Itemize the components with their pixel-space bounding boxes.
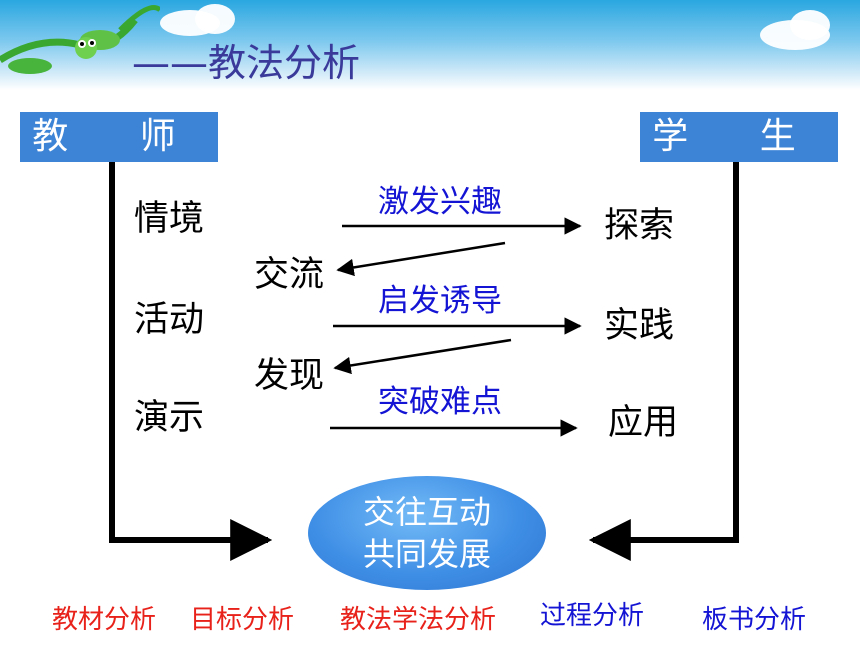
student-action: 探索 bbox=[604, 206, 675, 246]
cloud-decoration bbox=[195, 4, 235, 34]
header-band bbox=[0, 0, 860, 90]
student-bracket-line bbox=[588, 162, 739, 561]
teacher-method: 情境 bbox=[134, 199, 205, 239]
goal-line: 共同发展 bbox=[362, 535, 491, 573]
nav-link-textbook-analysis[interactable]: 教材分析 bbox=[52, 605, 157, 635]
nav-link-board-analysis[interactable]: 板书分析 bbox=[702, 605, 807, 635]
arrow-label: 启发诱导 bbox=[378, 283, 502, 319]
nav-link-process-analysis[interactable]: 过程分析 bbox=[540, 601, 645, 631]
frog-vine-icon bbox=[0, 5, 160, 74]
arrow-label: 激发兴趣 bbox=[378, 184, 502, 220]
goal-ellipse: 交往互动 共同发展 bbox=[308, 476, 546, 590]
cloud-decoration bbox=[790, 10, 830, 40]
arrow-to-discover bbox=[333, 338, 512, 375]
student-action: 实践 bbox=[604, 306, 675, 346]
teacher-method: 活动 bbox=[134, 300, 205, 340]
nav-link-method-analysis[interactable]: 教法学法分析 bbox=[340, 605, 497, 635]
feedback-node: 交流 bbox=[254, 255, 325, 295]
student-box: 学 生 bbox=[640, 112, 838, 162]
student-action: 应用 bbox=[608, 403, 679, 443]
feedback-node: 发现 bbox=[254, 356, 325, 396]
teacher-bracket-line bbox=[109, 162, 273, 561]
arrow-label: 突破难点 bbox=[378, 384, 502, 420]
teacher-box: 教 师 bbox=[20, 112, 218, 162]
arrow-to-exchange bbox=[336, 241, 506, 277]
teacher-method: 演示 bbox=[134, 398, 205, 438]
nav-link-goal-analysis[interactable]: 目标分析 bbox=[190, 605, 295, 635]
goal-line: 交往互动 bbox=[362, 493, 491, 531]
page-title: ——教法分析 bbox=[132, 41, 361, 85]
